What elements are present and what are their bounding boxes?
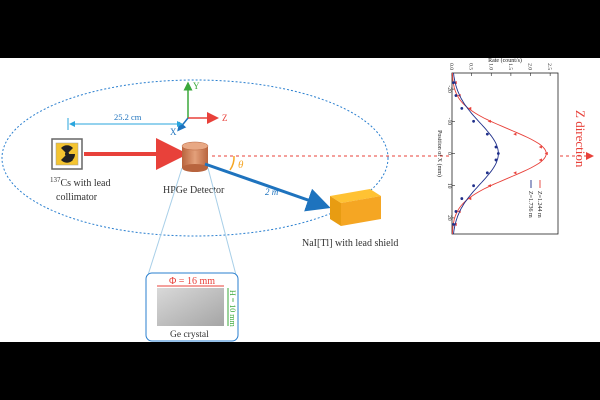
data-point <box>513 171 517 175</box>
crystal-height-label: H = 10 mm <box>228 290 237 328</box>
crystal-label: Ge crystal <box>170 330 209 340</box>
source-label: 137Cs with lead <box>50 176 111 189</box>
data-point <box>487 119 491 123</box>
data-point <box>538 145 542 149</box>
nai-detector <box>330 189 381 226</box>
x-tick-label: 20 <box>446 215 452 221</box>
data-point <box>472 184 475 188</box>
data-point <box>452 222 455 226</box>
x-tick-label: -10 <box>446 118 452 126</box>
legend-label: Z=1.244 m <box>536 191 542 218</box>
y-tick-label: 2.5 <box>546 63 552 70</box>
data-point <box>487 184 491 188</box>
setup-ellipse <box>1 79 389 237</box>
data-point <box>544 151 548 156</box>
detector-label: HPGe Detector <box>163 185 225 196</box>
y-tick-label: 1.0 <box>487 63 493 70</box>
legend-label: Z=1.736 m <box>527 191 533 218</box>
data-point <box>454 210 458 213</box>
data-point <box>472 119 475 123</box>
axis-y-label: Y <box>193 81 200 91</box>
data-point <box>494 145 498 149</box>
data-point <box>513 132 517 136</box>
axis-x-label: X <box>170 127 177 137</box>
y-axis-label: Rate (count/s) <box>488 57 522 64</box>
data-point <box>460 197 464 200</box>
distance-2m-label: 2 m <box>265 187 279 197</box>
crystal-inset: Φ = 16 mm H = 10 mm Ge crystal <box>145 272 239 342</box>
theta-label: θ <box>238 159 244 171</box>
cs-source <box>51 138 83 170</box>
detector-to-nai-line <box>204 162 331 212</box>
y-tick-label: 1.5 <box>507 63 513 70</box>
data-point <box>538 158 542 162</box>
data-point <box>460 107 464 110</box>
y-tick-label: 0.0 <box>448 63 454 70</box>
data-point <box>454 94 458 97</box>
y-tick-label: 2.0 <box>527 63 533 70</box>
top-black-band <box>0 0 600 58</box>
x-tick-label: 0 <box>446 152 452 155</box>
x-tick-label: 10 <box>446 183 452 189</box>
bottom-black-band <box>0 342 600 400</box>
data-point <box>468 106 472 111</box>
data-point <box>485 171 489 175</box>
distance-label: 25.2 cm <box>114 112 142 122</box>
theta-arc <box>229 155 235 171</box>
axis-z-label: Z <box>222 113 228 123</box>
crystal-diameter-label: Φ = 16 mm <box>169 276 215 287</box>
data-point <box>468 196 472 201</box>
z-direction-label: Z direction <box>573 110 588 168</box>
nai-label: NaI[Tl] with lead shield <box>302 238 398 249</box>
source-label-line2: collimator <box>56 192 98 203</box>
data-point <box>496 152 500 155</box>
data-point <box>452 81 455 85</box>
x-tick-label: -20 <box>446 85 452 93</box>
x-axis-label: Position of X (mm) <box>436 130 443 177</box>
data-point <box>485 132 489 136</box>
y-tick-label: 0.5 <box>468 63 474 70</box>
hpge-detector <box>181 141 209 172</box>
data-point <box>494 158 498 162</box>
